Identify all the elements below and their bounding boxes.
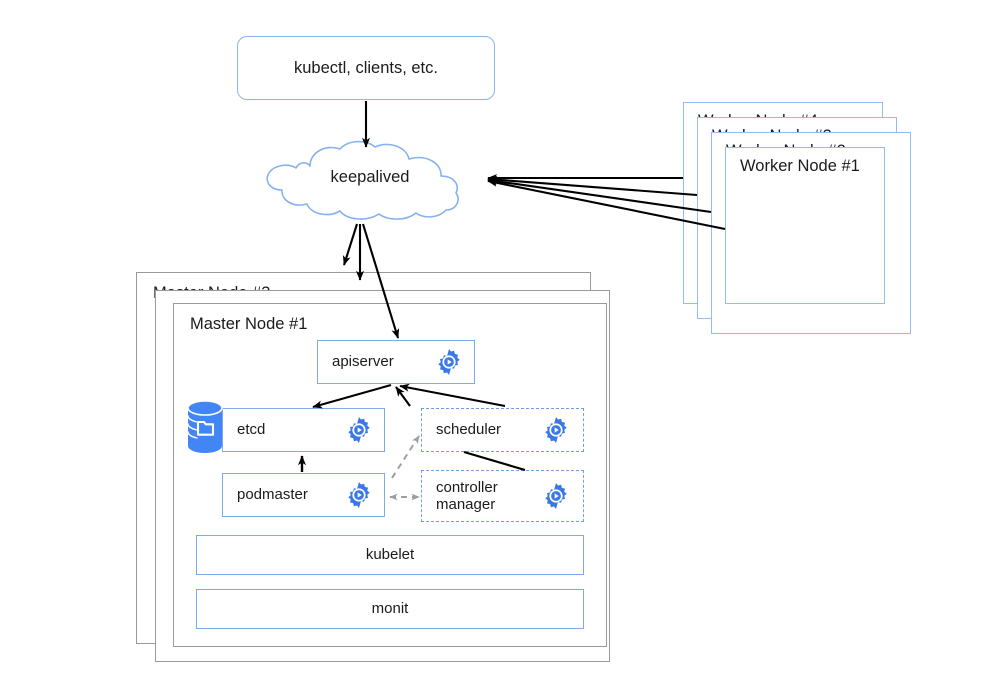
component-kubelet[interactable]: kubelet (196, 535, 584, 575)
component-scheduler[interactable]: scheduler (421, 408, 584, 452)
client-box[interactable]: kubectl, clients, etc. (237, 36, 495, 100)
edge-worker-2-to-keepalived (487, 177, 712, 214)
controller-manager-line2: manager (436, 496, 496, 513)
component-apiserver-label: apiserver (332, 353, 394, 371)
component-controller-manager-label: controller manager (436, 479, 498, 514)
gear-icon (438, 349, 460, 375)
controller-manager-line1: controller (436, 478, 498, 496)
worker-node-card-1-label: Worker Node #1 (740, 157, 860, 175)
component-monit[interactable]: monit (196, 589, 584, 629)
component-apiserver[interactable]: apiserver (317, 340, 475, 384)
gear-icon (545, 483, 567, 509)
keepalived-cloud[interactable] (248, 140, 492, 222)
component-scheduler-label: scheduler (436, 421, 502, 439)
component-kubelet-label: kubelet (365, 546, 415, 564)
component-etcd-label: etcd (237, 421, 266, 439)
gear-icon (545, 417, 567, 443)
master-node-card-1-label: Master Node #1 (190, 315, 308, 333)
edge-worker-3-to-keepalived (487, 175, 698, 197)
worker-node-card-1[interactable]: Worker Node #1 (725, 147, 885, 304)
client-box-label: kubectl, clients, etc. (294, 58, 438, 77)
database-icon (187, 400, 223, 453)
edge-keepalived-to-master-stack (342, 223, 359, 266)
keepalived-label: keepalived (330, 168, 410, 186)
component-podmaster[interactable]: podmaster (222, 473, 385, 517)
component-podmaster-label: podmaster (237, 486, 308, 504)
component-monit-label: monit (371, 600, 409, 618)
component-etcd[interactable]: etcd (222, 408, 385, 452)
gear-icon (348, 417, 370, 443)
component-controller-manager[interactable]: controller manager (421, 470, 584, 522)
gear-icon (348, 482, 370, 508)
